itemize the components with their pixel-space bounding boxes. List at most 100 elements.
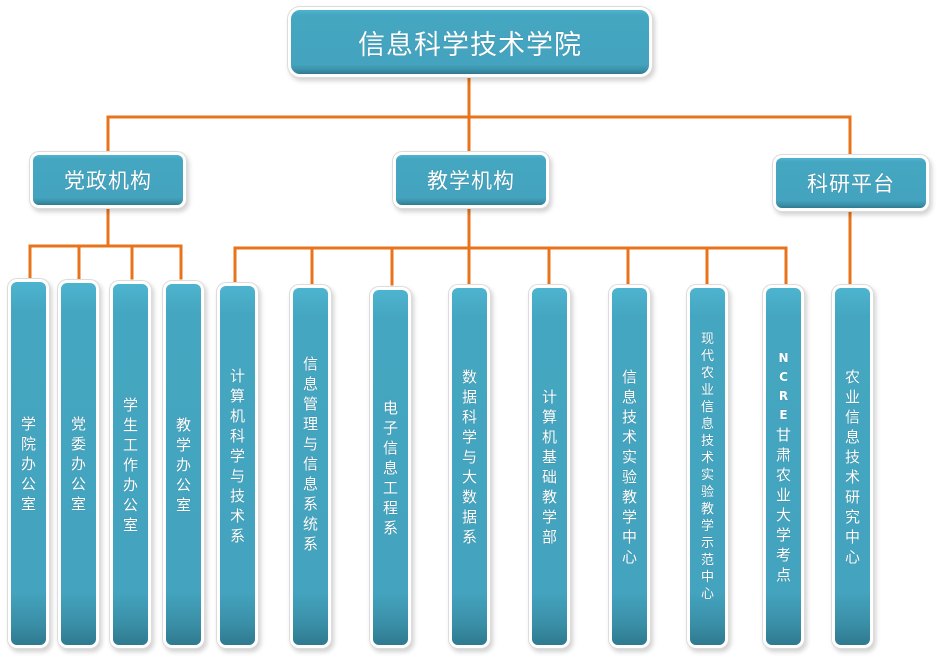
leaf-label-char: 统 <box>302 515 318 533</box>
leaf-label: 学生工作办公室 <box>123 395 138 535</box>
leaf-label-char: 信 <box>382 438 398 457</box>
leaf-label-char: 技 <box>229 486 245 505</box>
leaf-label-char: 息 <box>302 475 318 493</box>
leaf-label-char: 术 <box>229 506 245 525</box>
leaf-label-char: 大 <box>461 467 477 486</box>
leaf-computer-basics-teaching-dept[interactable]: 计算机基础教学部 <box>532 288 567 645</box>
leaf-label-char: 息 <box>302 375 318 393</box>
leaf-label-char: 学 <box>541 507 557 526</box>
leaf-college-office[interactable]: 学院办公室 <box>11 282 46 645</box>
leaf-agri-it-research-center[interactable]: 农业信息技术研究中心 <box>835 288 870 645</box>
leaf-label: 计算机科学与技术系 <box>230 366 245 546</box>
leaf-label-char: 农 <box>775 465 791 484</box>
group-node-teaching[interactable]: 教学机构 <box>396 155 546 205</box>
leaf-label-char: 与 <box>229 466 245 485</box>
leaf-label-char: 电 <box>382 398 398 417</box>
leaf-label-char: 教 <box>541 487 557 506</box>
leaf-label-char: 据 <box>461 507 477 526</box>
leaf-label-char: 公 <box>122 495 138 514</box>
leaf-label-char: 息 <box>700 416 714 432</box>
leaf-label-char: 信 <box>700 399 714 415</box>
leaf-label-char: 办 <box>70 455 86 473</box>
leaf-label-char: 学 <box>700 518 714 534</box>
leaf-label-char: 考 <box>775 545 791 564</box>
leaf-label-char: 学 <box>175 435 191 454</box>
leaf-label-char: 研 <box>844 487 860 506</box>
leaf-academic-affairs-office[interactable]: 教学办公室 <box>166 284 201 645</box>
leaf-label-char: 办 <box>175 455 191 474</box>
leaf-label-char: 信 <box>302 355 318 373</box>
leaf-label-char: 系 <box>302 495 318 513</box>
leaf-label-char: 中 <box>700 569 714 585</box>
leaf-label-char: 计 <box>229 366 245 385</box>
leaf-label-char: 部 <box>541 527 557 546</box>
leaf-label-char: 信 <box>844 407 860 426</box>
leaf-label-char: 业 <box>775 485 791 504</box>
leaf-label-char: 信 <box>621 367 637 386</box>
leaf-label-char: 信 <box>302 455 318 473</box>
leaf-label-char: 与 <box>461 447 477 466</box>
leaf-label-char: 术 <box>700 450 714 466</box>
group-node-research[interactable]: 科研平台 <box>776 158 926 208</box>
leaf-label-char: 机 <box>229 406 245 425</box>
leaf-label-char: 基 <box>541 447 557 466</box>
leaf-label-char: 学 <box>20 414 36 433</box>
leaf-label-char: 术 <box>844 467 860 486</box>
leaf-label-char: 系 <box>382 518 398 537</box>
leaf-label-char: 范 <box>700 552 714 568</box>
leaf-label-char: 作 <box>122 455 138 474</box>
leaf-it-lab-teaching-center[interactable]: 信息技术实验教学中心 <box>612 288 647 645</box>
leaf-computer-science-dept[interactable]: 计算机科学与技术系 <box>220 286 255 645</box>
leaf-label-char: 教 <box>175 415 191 434</box>
leaf-label-char: 理 <box>302 415 318 433</box>
leaf-label-char: 究 <box>844 507 860 526</box>
leaf-label-char: 室 <box>20 494 36 513</box>
leaf-label-char: 委 <box>70 435 86 453</box>
leaf-label-char: E <box>779 407 788 422</box>
root-label: 信息科学技术学院 <box>358 29 582 61</box>
leaf-data-science-dept[interactable]: 数据科学与大数据系 <box>452 288 487 645</box>
leaf-label-char: 程 <box>382 498 398 517</box>
leaf-student-affairs-office[interactable]: 学生工作办公室 <box>113 284 148 645</box>
leaf-label-char: 科 <box>461 407 477 426</box>
leaf-label-char: 办 <box>20 454 36 473</box>
leaf-label-char: 教 <box>621 487 637 506</box>
leaf-label-char: 教 <box>700 501 714 517</box>
leaf-label-char: 工 <box>122 435 138 454</box>
leaf-label-char: 室 <box>175 495 191 514</box>
leaf-label-char: C <box>779 369 788 384</box>
leaf-label-char: 点 <box>775 565 791 584</box>
leaf-label-char: 中 <box>621 527 637 546</box>
leaf-label-char: 肃 <box>775 445 791 464</box>
leaf-label-char: 院 <box>20 434 36 453</box>
leaf-label-char: 学 <box>621 507 637 526</box>
leaf-modern-agri-it-lab-center[interactable]: 现代农业信息技术实验教学示范中心 <box>690 288 725 645</box>
leaf-label-char: 息 <box>621 387 637 406</box>
leaf-label: 现代农业信息技术实验教学示范中心 <box>701 331 714 603</box>
leaf-label-char: 系 <box>229 526 245 545</box>
leaf-label-char: 心 <box>844 547 860 566</box>
leaf-label-char: 验 <box>621 467 637 486</box>
leaf-electronic-info-eng-dept[interactable]: 电子信息工程系 <box>373 290 408 645</box>
leaf-label-char: 子 <box>382 418 398 437</box>
leaf-label-char: 算 <box>229 386 245 405</box>
leaf-label: 信息管理与信息系统系 <box>303 354 318 554</box>
leaf-label: 数据科学与大数据系 <box>462 367 477 547</box>
root-node[interactable]: 信息科学技术学院 <box>291 10 649 74</box>
group-label: 教学机构 <box>427 169 515 193</box>
leaf-party-committee-office[interactable]: 党委办公室 <box>61 283 96 645</box>
leaf-label-char: 办 <box>122 475 138 494</box>
leaf-label-char: 室 <box>122 515 138 534</box>
group-node-party-admin[interactable]: 党政机构 <box>33 155 183 205</box>
leaf-label-char: 心 <box>700 586 714 602</box>
leaf-information-management-dept[interactable]: 信息管理与信息系统系 <box>293 288 328 645</box>
leaf-label-char: 术 <box>621 427 637 446</box>
leaf-label-char: 与 <box>302 435 318 453</box>
leaf-label: 电子信息工程系 <box>383 398 398 538</box>
leaf-label-char: 公 <box>70 475 86 493</box>
leaf-label-char: 工 <box>382 478 398 497</box>
leaf-label-char: 业 <box>700 382 714 398</box>
